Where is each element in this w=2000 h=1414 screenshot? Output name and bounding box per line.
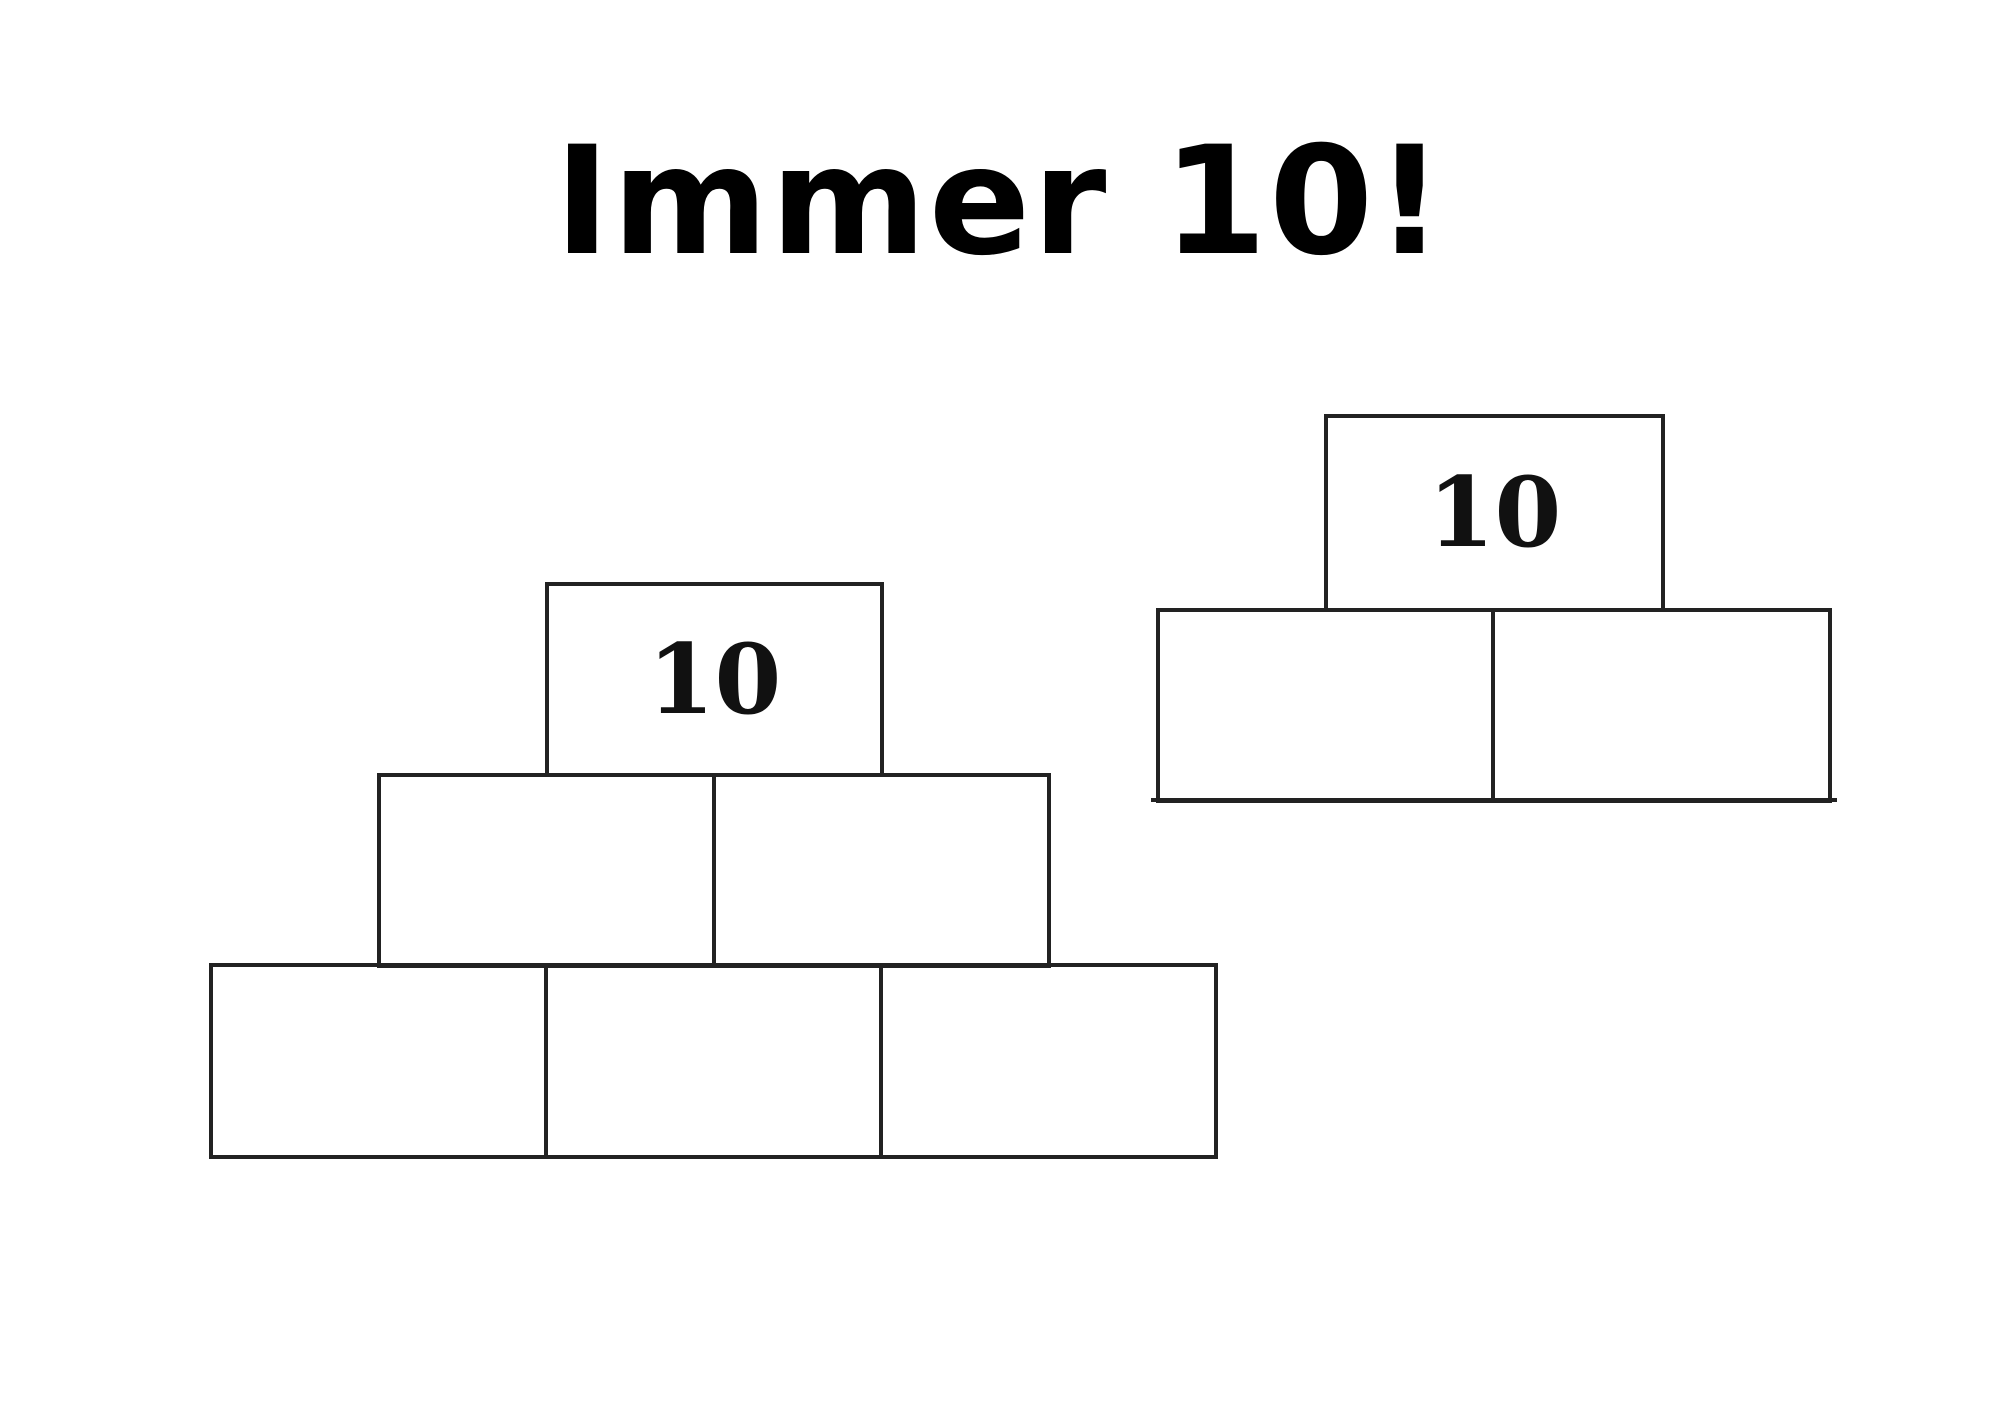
pyramid-small-row2-brick-1[interactable] bbox=[1156, 608, 1495, 803]
pyramid-large-row3-brick-3[interactable] bbox=[879, 963, 1218, 1159]
worksheet-title: Immer 10! bbox=[554, 115, 1446, 289]
pyramid-small-top-value: 10 bbox=[1427, 456, 1562, 569]
pyramid-large-top-brick: 10 bbox=[545, 582, 884, 777]
pyramid-small-base-line bbox=[1151, 798, 1837, 802]
pyramid-small-row2-brick-2[interactable] bbox=[1491, 608, 1832, 803]
pyramid-small-top-brick: 10 bbox=[1324, 414, 1665, 612]
pyramid-large-row3-brick-2[interactable] bbox=[544, 963, 883, 1159]
pyramid-large-row2-brick-1[interactable] bbox=[377, 773, 716, 968]
pyramid-large-top-value: 10 bbox=[647, 622, 782, 736]
pyramid-large-row2-brick-2[interactable] bbox=[712, 773, 1051, 968]
pyramid-large-row3-brick-1[interactable] bbox=[209, 963, 548, 1159]
